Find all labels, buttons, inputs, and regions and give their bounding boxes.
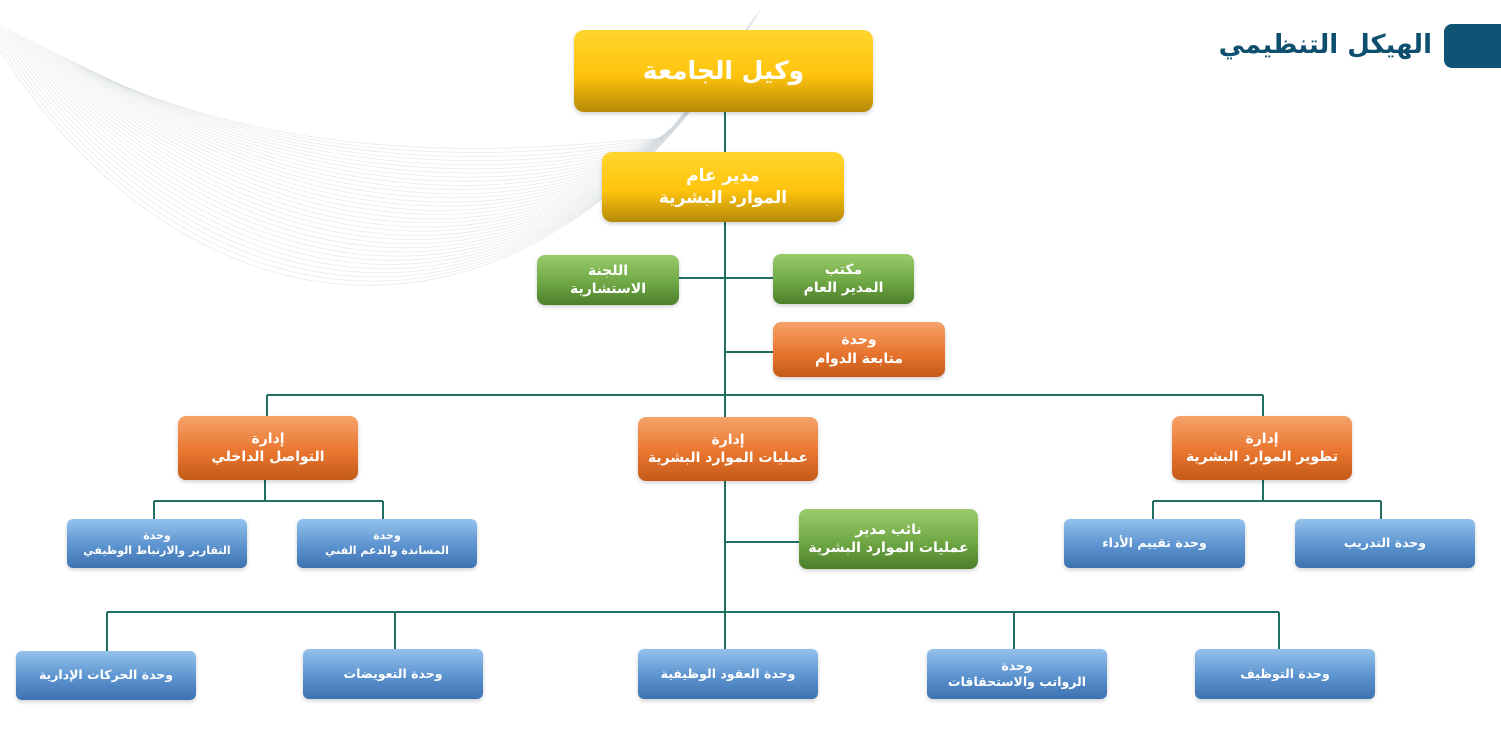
node-label-line1: اللجنة — [587, 262, 629, 279]
node-admin-moves-unit: وحدة الحركات الإدارية — [16, 651, 196, 700]
node-advisory-committee: اللجنة الاستشارية — [537, 255, 679, 305]
node-label-line2: المدير العام — [803, 280, 884, 296]
node-contracts-unit: وحدة العقود الوظيفية — [638, 649, 818, 699]
node-label-line1: إدارة — [251, 430, 285, 447]
node-label-line1: وحدة — [373, 529, 401, 543]
node-label-line1: إدارة — [711, 431, 745, 448]
decorative-wave-line — [111, 80, 663, 149]
node-label: وحدة تقييم الأداء — [1102, 535, 1207, 551]
node-label: وحدة التعويضات — [343, 665, 443, 681]
node-support-unit: وحدة المساندة والدعم الفني — [297, 519, 477, 568]
node-internal-comm-dept: إدارة التواصل الداخلي — [178, 416, 358, 480]
node-label-line1: نائب مدير — [855, 521, 922, 538]
title-accent-bar — [1444, 24, 1501, 68]
node-label-line2: المساندة والدعم الفني — [325, 543, 449, 557]
node-label-line1: وحدة — [1001, 657, 1033, 673]
node-label-line1: مكتب — [824, 261, 863, 278]
node-training-unit: وحدة التدريب — [1295, 519, 1475, 568]
node-label-line2: التقارير والارتباط الوظيفي — [83, 543, 231, 557]
node-hr-dev-dept: إدارة تطوير الموارد البشرية — [1172, 416, 1352, 480]
node-performance-unit: وحدة تقييم الأداء — [1064, 519, 1245, 568]
node-label: وحدة التدريب — [1343, 535, 1427, 551]
node-label-line2: عمليات الموارد البشرية — [808, 540, 969, 556]
node-label-line1: وحدة — [143, 529, 171, 543]
node-hr-ops-dept: إدارة عمليات الموارد البشرية — [638, 417, 818, 481]
node-compensation-unit: وحدة التعويضات — [303, 649, 483, 699]
node-label: وكيل الجامعة — [642, 55, 805, 85]
node-payroll-unit: وحدة الرواتب والاستحقاقات — [927, 649, 1107, 699]
node-label: وحدة العقود الوظيفية — [660, 665, 796, 681]
node-gm-office: مكتب المدير العام — [773, 254, 914, 304]
decorative-wave-line — [103, 76, 668, 157]
node-label-line2: الاستشارية — [570, 281, 647, 297]
node-label-line1: مدير عام — [686, 165, 760, 186]
node-reports-unit: وحدة التقارير والارتباط الوظيفي — [67, 519, 247, 568]
node-label-line1: وحدة — [841, 332, 877, 349]
node-label: وحدة التوظيف — [1240, 665, 1330, 681]
node-label-line2: عمليات الموارد البشرية — [647, 450, 809, 466]
node-gm-hr: مدير عام الموارد البشرية — [602, 152, 844, 222]
node-deputy-hr-ops: نائب مدير عمليات الموارد البشرية — [799, 509, 978, 569]
node-label-line2: متابعة الدوام — [814, 350, 904, 367]
decorative-wave-line — [107, 78, 665, 153]
node-label-line2: الرواتب والاستحقاقات — [948, 674, 1086, 689]
page-title: الهيكل التنظيمي — [1218, 30, 1432, 60]
node-label-line2: الموارد البشرية — [658, 188, 788, 208]
node-recruitment-unit: وحدة التوظيف — [1195, 649, 1375, 699]
node-label: وحدة الحركات الإدارية — [38, 667, 174, 683]
node-attendance-unit: وحدة متابعة الدوام — [773, 322, 945, 377]
node-label-line2: التواصل الداخلي — [211, 449, 325, 465]
node-label-line1: إدارة — [1245, 430, 1279, 447]
node-label-line2: تطوير الموارد البشرية — [1185, 449, 1339, 465]
node-vice-rector: وكيل الجامعة — [574, 30, 873, 112]
